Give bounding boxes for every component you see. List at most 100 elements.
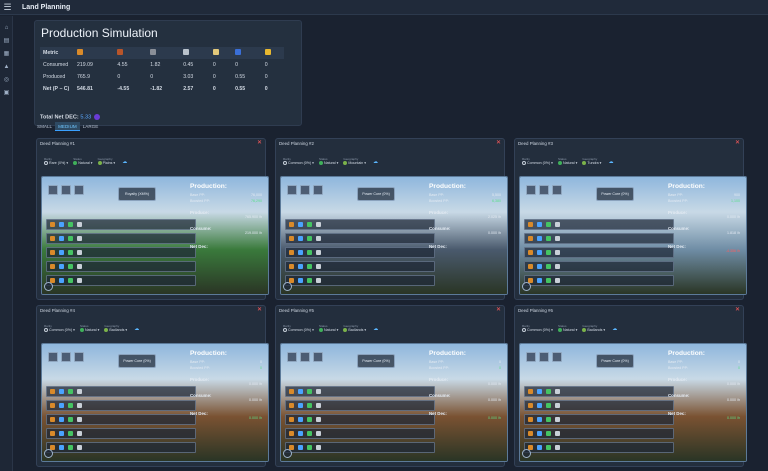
resource-row[interactable]: [46, 386, 196, 397]
storage-icon[interactable]: ▲: [3, 64, 10, 70]
resource-row[interactable]: [285, 428, 435, 439]
size-small-button[interactable]: SMALL: [37, 124, 53, 129]
produce-label: Produce:: [429, 210, 449, 215]
rarity-select[interactable]: Rarity Rare (0%)▾: [44, 157, 69, 165]
status-select[interactable]: Status Natural▾: [557, 324, 578, 332]
status-select[interactable]: Status Natural▾: [73, 157, 93, 165]
slot[interactable]: [300, 352, 310, 362]
status-select[interactable]: Status Natural▾: [318, 324, 339, 332]
slot[interactable]: [61, 352, 71, 362]
close-icon[interactable]: ✕: [734, 307, 740, 313]
cloud-upload-icon[interactable]: ☁: [608, 159, 614, 165]
resource-row[interactable]: [524, 414, 674, 425]
rarity-select[interactable]: Rarity Common (0%)▾: [283, 157, 314, 165]
item-icon: [555, 389, 560, 394]
resource-row[interactable]: [524, 400, 674, 411]
slot[interactable]: [552, 352, 562, 362]
resource-row[interactable]: [46, 261, 196, 272]
slot[interactable]: [48, 352, 58, 362]
slot[interactable]: [313, 352, 323, 362]
resource-row[interactable]: [524, 247, 674, 258]
resource-row[interactable]: [285, 442, 435, 453]
geography-select[interactable]: Geography Tundra▾: [582, 157, 602, 165]
resource-row[interactable]: [524, 219, 674, 230]
cloud-upload-icon[interactable]: ☁: [134, 326, 140, 332]
resource-row[interactable]: [285, 414, 435, 425]
close-icon[interactable]: ✕: [495, 140, 501, 146]
resource-row[interactable]: [524, 386, 674, 397]
worker-card[interactable]: Power Core (0%): [596, 187, 634, 201]
size-large-button[interactable]: LARGE: [82, 124, 99, 129]
slot[interactable]: [287, 185, 297, 195]
home-icon[interactable]: ⌂: [4, 25, 9, 31]
cloud-upload-icon[interactable]: ☁: [373, 326, 379, 332]
slot[interactable]: [526, 185, 536, 195]
rarity-select[interactable]: Rarity Common (0%)▾: [283, 324, 314, 332]
geography-select[interactable]: Geography Plains▾: [97, 157, 116, 165]
resource-row[interactable]: [524, 275, 674, 286]
worker-card[interactable]: Power Core (0%): [118, 354, 156, 368]
size-medium-button[interactable]: MEDIUM: [55, 122, 80, 131]
resource-row[interactable]: [46, 219, 196, 230]
rarity-select[interactable]: Rarity Common (0%)▾: [44, 324, 75, 332]
resource-row[interactable]: [285, 261, 435, 272]
geography-select[interactable]: Geography Mountain▾: [343, 157, 366, 165]
close-icon[interactable]: ✕: [734, 140, 740, 146]
resource-row[interactable]: [524, 428, 674, 439]
worker-card[interactable]: Royalty (XM%): [118, 187, 156, 201]
slot[interactable]: [287, 352, 297, 362]
resource-row[interactable]: [46, 414, 196, 425]
hamburger-menu-icon[interactable]: ☰: [3, 1, 12, 12]
slot[interactable]: [552, 185, 562, 195]
resource-row[interactable]: [285, 233, 435, 244]
status-select[interactable]: Status Natural▾: [79, 324, 100, 332]
resource-row[interactable]: [524, 442, 674, 453]
geography-select[interactable]: Geography Badlands▾: [343, 324, 367, 332]
toggle-icon: [307, 403, 312, 408]
slot[interactable]: [313, 185, 323, 195]
slot[interactable]: [539, 185, 549, 195]
resource-row[interactable]: [46, 442, 196, 453]
resource-rows: [285, 386, 435, 456]
calendar-icon[interactable]: ▣: [3, 90, 10, 96]
worker-card[interactable]: Power Core (0%): [357, 354, 395, 368]
close-icon[interactable]: ✕: [495, 307, 501, 313]
close-icon[interactable]: ✕: [256, 140, 262, 146]
slot[interactable]: [74, 352, 84, 362]
resource-row[interactable]: [46, 400, 196, 411]
geography-select[interactable]: Geography Badlands▾: [104, 324, 128, 332]
slot[interactable]: [61, 185, 71, 195]
slot[interactable]: [300, 185, 310, 195]
cloud-upload-icon[interactable]: ☁: [373, 159, 378, 165]
database-icon[interactable]: ▤: [3, 38, 10, 44]
resource-row[interactable]: [524, 261, 674, 272]
status-select[interactable]: Status Natural▾: [557, 157, 578, 165]
worker-card[interactable]: Power Core (0%): [357, 187, 395, 201]
cloud-upload-icon[interactable]: ☁: [122, 159, 128, 165]
wood-icon: [117, 49, 124, 55]
slot[interactable]: [74, 185, 84, 195]
resource-row[interactable]: [285, 219, 435, 230]
slot[interactable]: [48, 185, 58, 195]
resource-row[interactable]: [46, 275, 196, 286]
slot[interactable]: [526, 352, 536, 362]
resource-row[interactable]: [285, 247, 435, 258]
rarity-select[interactable]: Rarity Common (0%)▾: [522, 157, 553, 165]
resource-row[interactable]: [46, 428, 196, 439]
status-select[interactable]: Status Natural▾: [318, 157, 339, 165]
resource-row[interactable]: [285, 275, 435, 286]
close-icon[interactable]: ✕: [256, 307, 262, 313]
worker-card[interactable]: Power Core (0%): [596, 354, 634, 368]
map-icon[interactable]: ▦: [3, 51, 10, 57]
resource-row[interactable]: [46, 247, 196, 258]
geography-select[interactable]: Geography Badlands▾: [582, 324, 606, 332]
users-icon[interactable]: ◎: [3, 77, 10, 83]
cloud-upload-icon[interactable]: ☁: [612, 326, 618, 332]
rarity-select[interactable]: Rarity Common (0%)▾: [522, 324, 553, 332]
resource-row[interactable]: [285, 386, 435, 397]
slot[interactable]: [539, 352, 549, 362]
resource-row[interactable]: [524, 233, 674, 244]
resource-row[interactable]: [46, 233, 196, 244]
rarity-value: Common (0%): [288, 161, 312, 165]
resource-row[interactable]: [285, 400, 435, 411]
